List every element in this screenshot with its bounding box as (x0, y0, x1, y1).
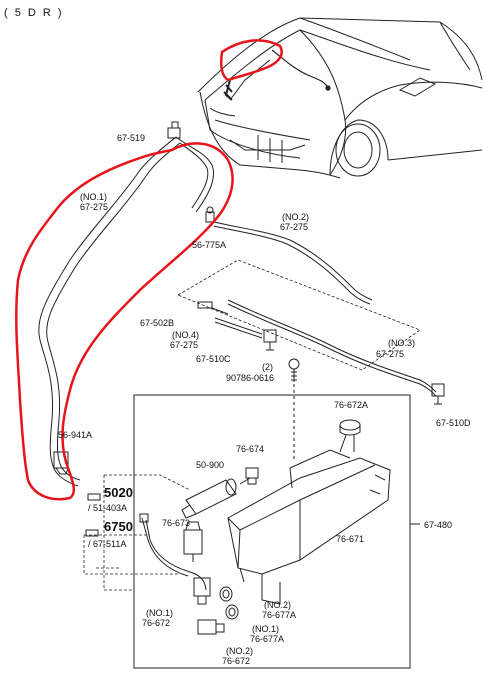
label-2: (2) (262, 362, 273, 372)
red-annotation (15, 39, 283, 501)
label-67-275-b: 67-275 (280, 222, 309, 232)
label-67-275-c: 67-275 (170, 340, 199, 350)
label-76-677A-a: 76-677A (262, 610, 297, 620)
reservoir-frame (133, 394, 420, 669)
nozzle-67-510D (431, 383, 445, 405)
label-90786-0616: 90786-0616 (226, 373, 275, 383)
label-no3: (NO.3) (388, 338, 415, 348)
label-76-673: 76-673 (162, 518, 191, 528)
label-no1-c: (NO.1) (252, 624, 279, 634)
label-no2-c: (NO.2) (264, 600, 291, 610)
reservoir-hoses (193, 577, 239, 635)
dashed-routing-box (177, 259, 421, 371)
grommet-76-674 (245, 467, 259, 485)
label-76-672-a: 76-672 (142, 618, 171, 628)
car-hose-routing (223, 49, 331, 101)
label-67-502B: 67-502B (140, 318, 175, 328)
clip-56-941A (53, 451, 69, 475)
car-illustration (197, 17, 483, 179)
label-50-900: 50-900 (196, 460, 225, 470)
label-76-672A: 76-672A (334, 400, 369, 410)
label-76-674: 76-674 (236, 444, 265, 454)
label-67-510C: 67-510C (196, 354, 231, 364)
label-56-941A: 56-941A (58, 430, 93, 440)
label-67-480: 67-480 (424, 520, 453, 530)
variant-header: ( 5 D R ) (4, 7, 64, 19)
nozzle-67-510C (263, 329, 277, 351)
filler-cap (339, 419, 361, 453)
label-76-672-b: 76-672 (222, 656, 251, 666)
label-76-671: 76-671 (336, 534, 365, 544)
washer-motor (181, 477, 251, 519)
hose-no2 (213, 221, 373, 305)
label-6750: 6750 (104, 519, 133, 534)
nozzle-67-519 (167, 121, 181, 139)
label-5020: 5020 (104, 485, 133, 500)
label-67-519: 67-519 (117, 133, 146, 143)
label-76-677A-b: 76-677A (250, 634, 285, 644)
label-no2-d: (NO.2) (226, 646, 253, 656)
label-no2-a: (NO.2) (282, 212, 309, 222)
connector-56-775A (205, 206, 215, 223)
hose-no4-no3 (197, 299, 437, 397)
washer-pump (183, 521, 203, 562)
leader-lines (83, 474, 191, 591)
label-67-275-d: 67-275 (376, 349, 405, 359)
label-51-403A: / 51-403A (88, 503, 128, 513)
bolt-90786 (288, 358, 300, 460)
label-no1-b: (NO.1) (146, 608, 173, 618)
label-67-510D: 67-510D (436, 418, 471, 428)
wiring-harness (85, 493, 207, 591)
reservoir-tank (227, 449, 391, 605)
label-no1-a: (NO.1) (80, 192, 107, 202)
label-67-275-a: 67-275 (80, 202, 109, 212)
label-56-775A: 56-775A (192, 240, 227, 250)
label-67-511A: / 67-511A (88, 539, 127, 549)
label-no4: (NO.4) (172, 330, 199, 340)
